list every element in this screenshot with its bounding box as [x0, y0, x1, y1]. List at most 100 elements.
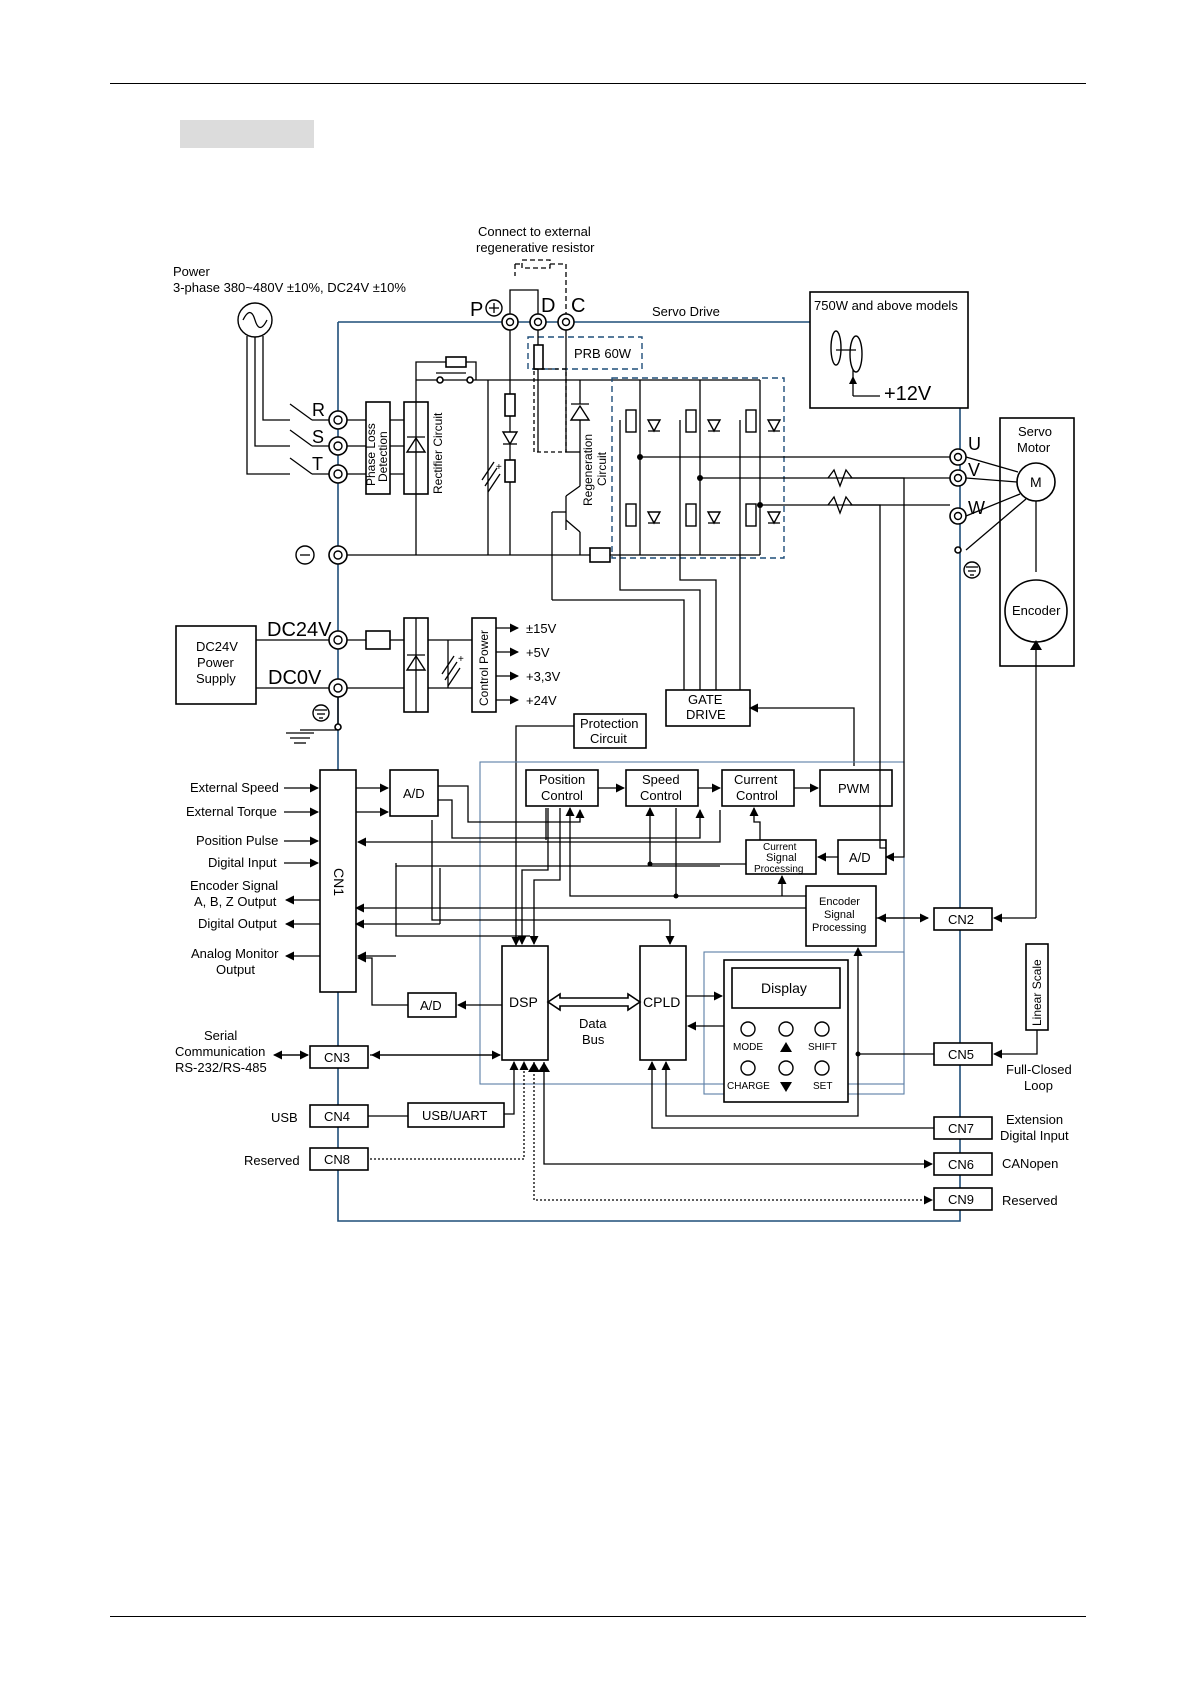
svg-text:CN1: CN1: [331, 868, 347, 896]
down-arrow-icon: [780, 1082, 792, 1092]
cn7-connector: CN7: [933, 1116, 993, 1140]
servo-motor: Servo Motor M Encoder: [965, 417, 1075, 667]
svg-text:Control: Control: [736, 788, 778, 803]
svg-text:Phase Loss: Phase Loss: [364, 423, 378, 486]
shunt-resistor: [589, 547, 611, 563]
fan-box: 750W and above models +12V: [809, 291, 969, 409]
svg-text:A/D: A/D: [420, 998, 442, 1013]
dc24v-label: DC24V: [267, 619, 332, 641]
section-heading-placeholder: [180, 120, 314, 148]
phase-s-label: S: [312, 427, 324, 447]
up-arrow-icon: [780, 1042, 792, 1052]
output-15v: ±15V: [526, 621, 557, 636]
protection-circuit-block: Protection Circuit: [573, 713, 647, 749]
dc0v-label: DC0V: [268, 667, 322, 689]
control-power-block: Control Power: [471, 617, 497, 713]
svg-text:Circuit: Circuit: [590, 731, 627, 746]
cn8-connector: CN8: [309, 1147, 369, 1171]
svg-text:Detection: Detection: [376, 431, 390, 482]
position-control-block: Position Control: [525, 769, 599, 807]
analog-monitor-line1: Analog Monitor: [191, 946, 279, 961]
terminal-d-label: D: [541, 295, 555, 317]
svg-text:Processing: Processing: [754, 864, 803, 875]
power-title: Power: [173, 264, 211, 279]
gate-drive-block: GATE DRIVE: [665, 689, 751, 727]
svg-text:Control: Control: [640, 788, 682, 803]
ad-converter-current: A/D: [837, 839, 887, 875]
ground-icon: [286, 704, 338, 744]
svg-text:PWM: PWM: [838, 781, 870, 796]
data-bus-arrow: [546, 992, 642, 1012]
svg-text:DC24V: DC24V: [196, 639, 238, 654]
motor-phase-w: W: [968, 498, 985, 518]
linear-scale-box: Linear Scale: [1025, 943, 1049, 1031]
ac-source-icon: [237, 302, 273, 338]
analog-monitor-line2: Output: [216, 962, 255, 977]
usb-label: USB: [271, 1110, 298, 1125]
cn5-connector: CN5: [933, 1042, 993, 1066]
power-spec: 3-phase 380~480V ±10%, DC24V ±10%: [173, 280, 406, 295]
pwm-block: PWM: [819, 769, 893, 807]
bus-capacitor: +: [481, 380, 502, 555]
svg-text:Power: Power: [197, 655, 235, 670]
svg-text:SET: SET: [813, 1081, 832, 1092]
phase-r-label: R: [312, 400, 325, 420]
phase-t-label: T: [312, 454, 323, 474]
svg-text:CN2: CN2: [948, 912, 974, 927]
cpld-block: CPLD: [639, 945, 687, 1061]
serial-line3: RS-232/RS-485: [175, 1060, 267, 1075]
svg-text:750W and above models: 750W and above models: [814, 298, 958, 313]
control-board-boundary: [479, 761, 905, 1085]
output-24v: +24V: [526, 693, 557, 708]
svg-text:Signal: Signal: [824, 909, 855, 921]
soft-start-resistor: [415, 356, 477, 384]
ad-converter-input: A/D: [389, 769, 439, 817]
external-speed-label: External Speed: [190, 780, 279, 795]
rectifier-block: Rectifier Circuit: [403, 401, 445, 495]
svg-text:Servo: Servo: [1018, 424, 1052, 439]
dsp-block: DSP: [501, 945, 549, 1061]
svg-text:USB/UART: USB/UART: [422, 1108, 488, 1123]
svg-text:Position: Position: [539, 772, 585, 787]
current-sensor-icons: [827, 468, 853, 515]
uvw-terminals: [949, 448, 967, 554]
external-resistor-line2: regenerative resistor: [476, 240, 595, 255]
pdc-terminals: [501, 313, 575, 331]
speed-control-block: Speed Control: [625, 769, 699, 807]
bottom-rule: [110, 1616, 1086, 1617]
output-5v: +5V: [526, 645, 550, 660]
bleeder-chain: [501, 380, 519, 555]
external-torque-label: External Torque: [186, 804, 277, 819]
ad-converter-output: A/D: [407, 992, 457, 1018]
current-signal-processing-block: Current Signal Processing: [745, 839, 817, 875]
svg-text:Supply: Supply: [196, 671, 236, 686]
svg-text:Control: Control: [541, 788, 583, 803]
svg-text:Processing: Processing: [812, 922, 866, 934]
top-rule: [110, 83, 1086, 84]
dc-input-fuse: [365, 630, 391, 650]
svg-text:CN7: CN7: [948, 1121, 974, 1136]
cn9-connector: CN9: [933, 1187, 993, 1211]
motor-ground-icon: [963, 561, 981, 579]
display-label: Display: [761, 980, 807, 996]
svg-text:M: M: [1030, 474, 1042, 490]
svg-text:Regeneration: Regeneration: [581, 434, 595, 506]
servo-drive-label: Servo Drive: [652, 304, 720, 319]
prb-internal-resistor: [527, 330, 643, 453]
dc-capacitor: +: [441, 640, 464, 688]
fan-icon: [830, 330, 880, 397]
svg-text:Protection: Protection: [580, 716, 639, 731]
cn2-connector: CN2: [933, 907, 993, 931]
dc-power-supply-box: DC24V Power Supply: [175, 625, 257, 705]
prb-label: PRB 60W: [574, 346, 632, 361]
full-closed-line1: Full-Closed: [1006, 1062, 1072, 1077]
svg-text:+: +: [496, 462, 502, 473]
svg-text:Current: Current: [763, 842, 797, 853]
cn4-connector: CN4: [309, 1104, 369, 1128]
encoder-signal-line2: A, B, Z Output: [194, 894, 277, 909]
extension-line2: Digital Input: [1000, 1128, 1069, 1143]
data-bus-line2: Bus: [582, 1032, 605, 1047]
svg-text:MODE: MODE: [733, 1042, 763, 1053]
svg-text:Encoder: Encoder: [819, 896, 860, 908]
